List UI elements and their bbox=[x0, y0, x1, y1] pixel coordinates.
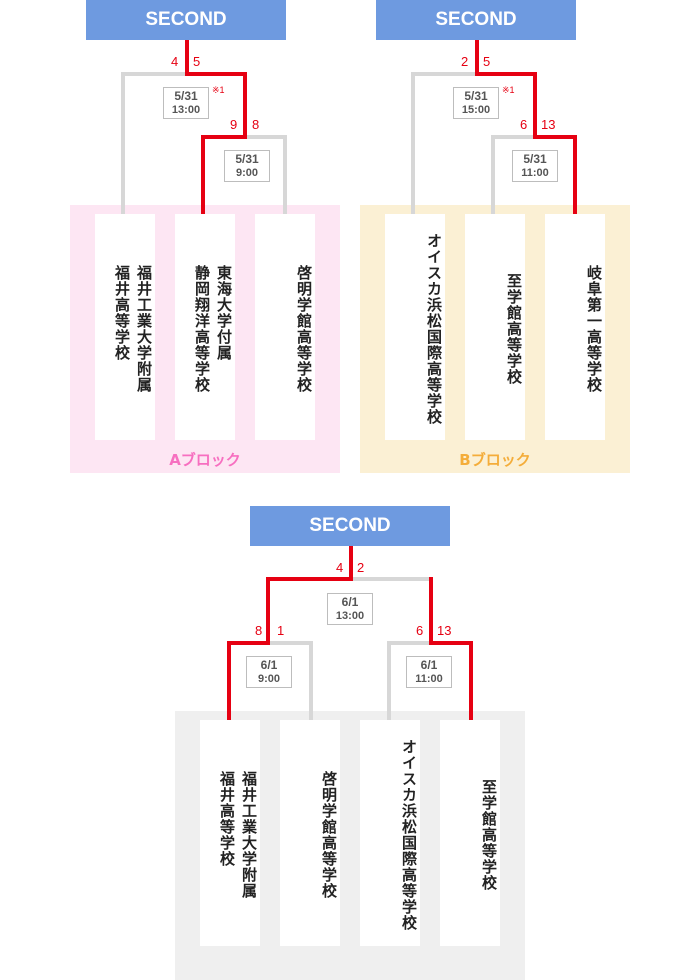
bracket-c-semi-right-match-info: 6/1 11:00 bbox=[406, 656, 452, 688]
match-date: 5/31 bbox=[464, 89, 488, 103]
bracket-b-header: SECOND bbox=[376, 0, 576, 40]
bracket-c-header: SECOND bbox=[250, 506, 450, 546]
bracket-b-semi-score-right: 13 bbox=[541, 117, 556, 132]
team-name: 岐阜第一高等学校 bbox=[585, 265, 603, 393]
bracket-a-line-winner bbox=[185, 40, 189, 76]
bracket-c-line-winner bbox=[227, 641, 270, 645]
bracket-c-line-winner bbox=[429, 641, 473, 645]
team-card: 至学館高等学校 bbox=[465, 214, 525, 440]
team-name: オイスカ浜松国際高等学校 bbox=[425, 233, 443, 425]
bracket-b-line-loser bbox=[491, 135, 537, 139]
team-name: 啓明学館高等学校 bbox=[295, 265, 313, 393]
bracket-a-final-score-left: 4 bbox=[171, 54, 179, 69]
match-date: 6/1 bbox=[260, 658, 278, 672]
bracket-c-line-loser bbox=[309, 641, 313, 721]
bracket-b-final-score-right: 5 bbox=[483, 54, 491, 69]
team-name: 福井工業大学附属 福井高等学校 bbox=[113, 265, 153, 393]
team-card: 至学館高等学校 bbox=[440, 720, 500, 946]
team-card: 啓明学館高等学校 bbox=[255, 214, 315, 440]
bracket-c-final-match-info: 6/1 13:00 bbox=[327, 593, 373, 625]
match-time: 15:00 bbox=[461, 104, 491, 116]
bracket-a-line-winner bbox=[185, 72, 247, 76]
bracket-b-final-match-info: 5/31 15:00 bbox=[453, 87, 499, 119]
bracket-a-final-score-right: 5 bbox=[193, 54, 201, 69]
bracket-c-final-score-right: 2 bbox=[357, 560, 365, 575]
bracket-c-final-score-left: 4 bbox=[336, 560, 344, 575]
bracket-c-line-winner bbox=[227, 641, 231, 721]
bracket-c-semi-left-score-right: 1 bbox=[277, 623, 285, 638]
bracket-b-final-note: ※1 bbox=[502, 85, 515, 95]
team-card: オイスカ浜松国際高等学校 bbox=[385, 214, 445, 440]
team-card: 岐阜第一高等学校 bbox=[545, 214, 605, 440]
bracket-c-line-winner bbox=[429, 577, 433, 645]
bracket-a-line-loser bbox=[121, 72, 125, 215]
team-name: 至学館高等学校 bbox=[480, 779, 498, 891]
bracket-c-line-loser bbox=[266, 641, 313, 645]
bracket-a-line-winner bbox=[243, 72, 247, 139]
team-name: 東海大学付属 静岡翔洋高等学校 bbox=[193, 265, 233, 393]
match-date: 6/1 bbox=[341, 595, 359, 609]
bracket-a-final-note: ※1 bbox=[212, 85, 225, 95]
bracket-b-semi-score-left: 6 bbox=[520, 117, 528, 132]
team-card: オイスカ浜松国際高等学校 bbox=[360, 720, 420, 946]
bracket-a-semi-match-info: 5/31 9:00 bbox=[224, 150, 270, 182]
bracket-c-line-loser bbox=[387, 641, 433, 645]
bracket-a-line-winner bbox=[201, 135, 205, 215]
bracket-a-header: SECOND bbox=[86, 0, 286, 40]
bracket-b-line-winner bbox=[475, 72, 537, 76]
bracket-b-semi-match-info: 5/31 11:00 bbox=[512, 150, 558, 182]
bracket-a-line-loser bbox=[121, 72, 187, 76]
block-a-label: Aブロック bbox=[169, 451, 241, 469]
bracket-b-line-winner bbox=[533, 72, 537, 139]
match-date: 6/1 bbox=[420, 658, 438, 672]
bracket-c-line-loser bbox=[387, 641, 391, 721]
bracket-a-final-match-info: 5/31 13:00 bbox=[163, 87, 209, 119]
team-card: 啓明学館高等学校 bbox=[280, 720, 340, 946]
match-time: 9:00 bbox=[235, 167, 259, 179]
match-time: 11:00 bbox=[415, 673, 443, 685]
bracket-b-line-winner bbox=[475, 40, 479, 76]
bracket-b-line-loser bbox=[411, 72, 477, 76]
bracket-c-line-winner bbox=[266, 577, 353, 581]
bracket-a-line-loser bbox=[283, 135, 287, 215]
bracket-b-line-loser bbox=[411, 72, 415, 215]
match-date: 5/31 bbox=[235, 152, 259, 166]
bracket-c-semi-right-score-right: 13 bbox=[437, 623, 452, 638]
bracket-c-semi-left-score-left: 8 bbox=[255, 623, 263, 638]
match-date: 5/31 bbox=[174, 89, 198, 103]
match-time: 11:00 bbox=[521, 167, 549, 179]
match-time: 13:00 bbox=[335, 610, 365, 622]
team-name: 至学館高等学校 bbox=[505, 273, 523, 385]
bracket-c-semi-left-match-info: 6/1 9:00 bbox=[246, 656, 292, 688]
team-card: 福井工業大学附属 福井高等学校 bbox=[95, 214, 155, 440]
match-time: 9:00 bbox=[257, 673, 281, 685]
bracket-c-line-winner bbox=[266, 577, 270, 645]
bracket-a-semi-score-left: 9 bbox=[230, 117, 238, 132]
bracket-c-line-winner bbox=[469, 641, 473, 721]
team-name: 福井工業大学附属 福井高等学校 bbox=[218, 771, 258, 899]
bracket-b-line-winner bbox=[573, 135, 577, 215]
team-card: 福井工業大学附属 福井高等学校 bbox=[200, 720, 260, 946]
bracket-c-line-winner bbox=[349, 546, 353, 581]
block-b-label: Bブロック bbox=[459, 451, 531, 469]
bracket-a-line-winner bbox=[201, 135, 247, 139]
bracket-c-line-loser bbox=[349, 577, 433, 581]
team-card: 東海大学付属 静岡翔洋高等学校 bbox=[175, 214, 235, 440]
match-time: 13:00 bbox=[171, 104, 201, 116]
bracket-b-final-score-left: 2 bbox=[461, 54, 469, 69]
match-date: 5/31 bbox=[523, 152, 547, 166]
bracket-c-semi-right-score-left: 6 bbox=[416, 623, 424, 638]
bracket-a-semi-score-right: 8 bbox=[252, 117, 260, 132]
bracket-b-line-loser bbox=[491, 135, 495, 215]
team-name: 啓明学館高等学校 bbox=[320, 771, 338, 899]
team-name: オイスカ浜松国際高等学校 bbox=[400, 739, 418, 931]
bracket-b-line-winner bbox=[533, 135, 577, 139]
